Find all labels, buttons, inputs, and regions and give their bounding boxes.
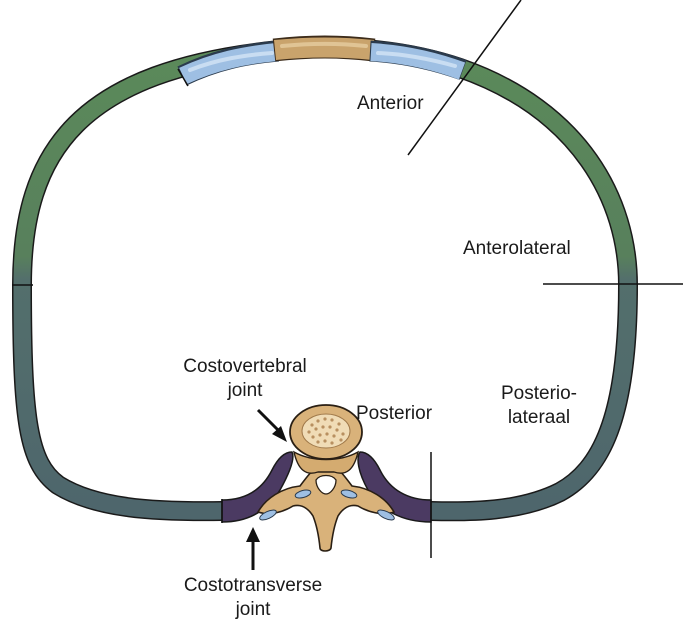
label-costotransverse-line2: joint [235,599,271,620]
label-posteriolateral-line2: lateraal [507,407,571,428]
costotransverse-arrow [246,527,260,570]
vertebra [256,404,396,552]
label-costotransverse-line1: Costotransverse [183,575,323,596]
label-posteriolateral: Posterio- lateraal [489,382,589,430]
label-posteriolateral-line1: Posterio- [500,383,578,404]
anterior-boundary-line [407,0,522,156]
label-costovertebral-joint: Costovertebral joint [170,355,320,403]
label-costovertebral-line2: joint [227,380,263,401]
label-costovertebral-line1: Costovertebral [183,356,307,377]
costovertebral-arrow [256,408,287,442]
label-posterior: Posterior [356,403,433,424]
label-costotransverse-joint: Costotransverse joint [168,574,338,622]
rib-divider-left-anterior [177,68,189,87]
label-anterolateral: Anterolateral [463,238,571,259]
label-anterior: Anterior [357,93,424,114]
